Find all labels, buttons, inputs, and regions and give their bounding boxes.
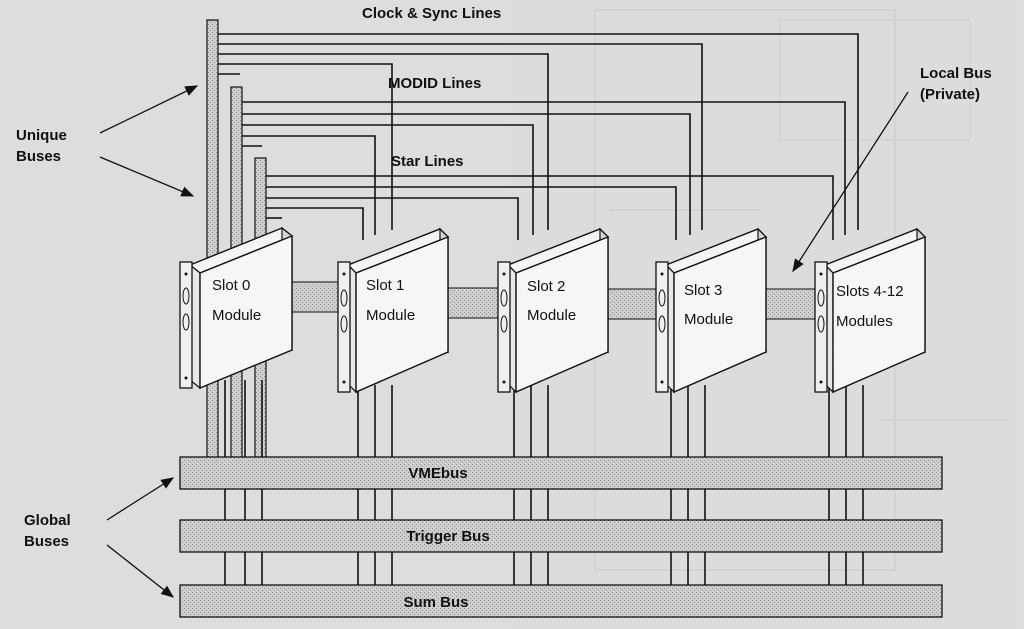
unique-buses-label-line1: Unique	[16, 127, 67, 144]
local-bus-arrow	[792, 91, 909, 273]
global-buses-arrow-upper	[106, 477, 175, 521]
module-slots-4-12-line1: Slots 4-12	[836, 283, 904, 300]
star-lines	[266, 175, 834, 240]
unique-buses-arrow-lower	[99, 156, 195, 197]
module-slot-3-line2: Module	[684, 311, 733, 328]
module-slot-3-line1: Slot 3	[684, 282, 722, 299]
vmebus-label: VMEbus	[408, 465, 467, 482]
module-slot-2-line2: Module	[527, 307, 576, 324]
global-buses-label-line1: Global	[24, 512, 71, 529]
module-slot-0-line1: Slot 0	[212, 277, 250, 294]
module-slot-2: Slot 2 Module	[497, 227, 610, 394]
global-buses-label-line2: Buses	[24, 533, 69, 550]
global-bus-trigger: Trigger Bus	[179, 519, 943, 553]
module-slot-2-line1: Slot 2	[527, 278, 565, 295]
module-slot-1-line2: Module	[366, 307, 415, 324]
modid-label: MODID Lines	[388, 75, 481, 92]
module-slots-4-12-line2: Modules	[836, 313, 893, 330]
local-bus-label-line2: (Private)	[920, 86, 980, 103]
local-bus-segments	[287, 281, 819, 320]
module-slot-0-line2: Module	[212, 307, 261, 324]
module-slot-3: Slot 3 Module	[655, 227, 768, 394]
module-slots-4-12: Slots 4-12 Modules	[814, 227, 927, 394]
global-buses-arrow-lower	[106, 544, 175, 598]
unique-buses-arrow-upper	[99, 85, 199, 134]
clock-sync-lines	[218, 33, 859, 230]
local-bus-label-line1: Local Bus	[920, 65, 992, 82]
trigger-bus-label: Trigger Bus	[406, 528, 489, 545]
star-label: Star Lines	[391, 153, 464, 170]
clock-sync-label: Clock & Sync Lines	[362, 5, 501, 22]
module-slot-1: Slot 1 Module	[337, 227, 450, 394]
module-slot-0: Slot 0 Module	[179, 226, 294, 390]
sum-bus-label: Sum Bus	[403, 594, 468, 611]
unique-buses-label-line2: Buses	[16, 148, 61, 165]
global-bus-vmebus: VMEbus	[179, 456, 943, 490]
module-slot-1-line1: Slot 1	[366, 277, 404, 294]
global-bus-sum: Sum Bus	[179, 584, 943, 618]
